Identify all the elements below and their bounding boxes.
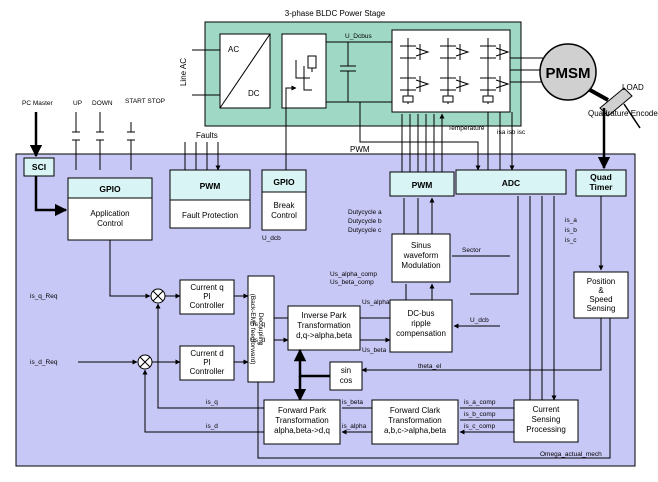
position-speed-block: [573, 271, 629, 319]
is-q-label: is_q: [206, 399, 218, 406]
is-d-req-label: is_d_Req: [30, 359, 58, 366]
gpio-break-label: GPIO: [273, 177, 295, 187]
is-alpha-label: is_alpha: [342, 423, 367, 430]
encoder-label: Quadrature Encoder: [588, 109, 658, 118]
current-d-pi-block: [179, 345, 235, 381]
load-shaft-icon: [599, 87, 633, 117]
is-b-comp-label: is_b_comp: [464, 411, 496, 418]
start-stop-label: START STOP: [125, 98, 165, 105]
line-ac-label: Line AC: [179, 58, 188, 86]
break-control-block: [261, 191, 307, 231]
load-label: LOAD: [622, 83, 644, 92]
pwm-fault-block: [169, 169, 251, 201]
is-q-req-label: is_q_Req: [30, 293, 58, 300]
pc-master-label: PC Master: [22, 100, 54, 107]
pwm-main-block: [389, 171, 455, 197]
dc-label: DC: [248, 89, 260, 98]
pmsm-motor: [539, 43, 597, 101]
fault-protection-block: [169, 199, 251, 229]
fault-protection-label: Fault Protection: [182, 211, 238, 220]
u-dcbus-label: U_Dcbus: [345, 33, 372, 40]
is-d-label: is_d: [206, 423, 218, 430]
us-beta-label: Us_beta: [362, 347, 387, 354]
gpio-label: GPIO: [99, 184, 121, 194]
pmsm-label: PMSM: [546, 65, 591, 82]
sector-label: Sector: [462, 247, 482, 254]
current-q-pi-block: [179, 279, 235, 315]
adc-block: [455, 169, 567, 195]
us-d-label: Us_d: [250, 337, 266, 344]
power-stage-title: 3-phase BLDC Power Stage: [285, 9, 386, 18]
decoupling-label: Decoupling(Back-EMF feedforward): [249, 294, 264, 365]
is-c-comp-label: is_c_comp: [464, 423, 495, 430]
capacitor-icon: [340, 42, 356, 102]
inverse-park-block: [287, 305, 361, 351]
current-sensing-block: [513, 399, 579, 443]
pwm-input-label: PWM: [350, 145, 370, 154]
isa-isb-isc-label: isa isb isc: [497, 129, 526, 136]
button-switches-icon: [72, 112, 135, 170]
down-label: DOWN: [92, 100, 113, 107]
dcbus-ripple-block: [389, 299, 453, 353]
quad-timer-block: [575, 169, 627, 197]
is-b-label: is_b: [565, 227, 577, 234]
temperature-label: Temperature: [448, 125, 485, 132]
us-alpha-label: Us_alpha: [362, 299, 390, 306]
forward-clark-block: [371, 399, 459, 445]
pwm-fault-label: PWM: [200, 181, 221, 191]
sin-cos-block: [329, 361, 363, 391]
us-q-label: Us_q: [250, 321, 266, 328]
is-beta-label: is_beta: [342, 399, 363, 406]
ac-label: AC: [228, 45, 239, 54]
up-label: UP: [73, 100, 82, 107]
sci-label: SCI: [32, 162, 46, 172]
decoupling-block: [247, 275, 275, 383]
adc-label: ADC: [502, 178, 520, 188]
faults-label: Faults: [196, 131, 218, 140]
pwm-main-label: PWM: [412, 180, 433, 190]
sci-block: [23, 157, 55, 177]
is-a-comp-label: is_a_comp: [464, 399, 496, 406]
u-dcb-ripple-label: U_dcb: [470, 317, 489, 324]
forward-park-block: [263, 399, 341, 445]
theta-label: theta_el: [418, 363, 442, 370]
u-dcb-break-label: U_dcb: [262, 235, 281, 242]
sinus-modulation-block: [391, 233, 451, 283]
is-c-label: is_c: [565, 237, 577, 244]
omega-label: Omega_actual_mech: [540, 451, 602, 458]
igbt-bridge-icon: [400, 38, 510, 104]
is-a-label: is_a: [565, 217, 577, 224]
